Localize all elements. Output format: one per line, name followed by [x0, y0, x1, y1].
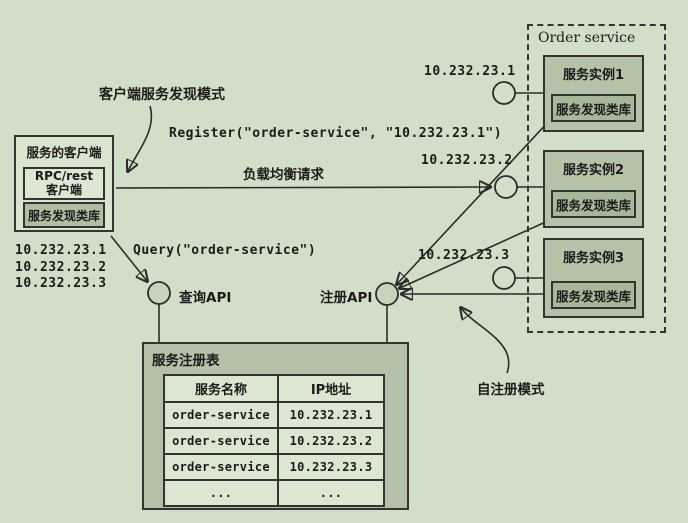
pattern-label: 客户端服务发现模式: [99, 87, 225, 103]
self-register-label-arrow: [461, 308, 510, 374]
registry-col-service-name: 服务名称: [163, 374, 279, 403]
load-balance-label: 负载均衡请求: [243, 167, 324, 183]
client-ip-item: 10.232.23.1: [15, 243, 107, 258]
query-call-label: Query("order-service"): [133, 243, 317, 258]
registry-cell-ip: 10.232.23.3: [277, 453, 385, 481]
registry-table-row: ... ...: [163, 479, 385, 507]
registry-table-row: order-service 10.232.23.3: [163, 453, 385, 481]
query-arrow: [110, 235, 147, 281]
query-api-label: 查询API: [179, 290, 232, 306]
registry-table-row: order-service 10.232.23.2: [163, 427, 385, 455]
pattern-label-arrow: [128, 105, 153, 171]
instance-3-discovery-lib-box: 服务发现类库: [551, 281, 636, 309]
registry-cell-ip: 10.232.23.1: [277, 401, 385, 429]
instance-1-discovery-lib-box: 服务发现类库: [551, 94, 636, 122]
registry-cell-service: order-service: [163, 427, 279, 455]
load-balance-arrow: [115, 187, 490, 188]
order-service-group: Order service: [527, 24, 666, 333]
instance-2-discovery-lib-box: 服务发现类库: [551, 190, 636, 218]
client-discovery-lib-box: 服务发现类库: [23, 202, 105, 228]
instance1-ip-label: 10.232.23.1: [424, 64, 516, 79]
register-arrow-instance2: [400, 219, 551, 288]
registry-table-row: order-service 10.232.23.1: [163, 401, 385, 429]
query-api-circle: [147, 281, 171, 305]
rpc-rest-line1: RPC/rest: [34, 169, 94, 183]
instance3-ip-label: 10.232.23.3: [418, 248, 510, 263]
client-ip-item: 10.232.23.2: [15, 259, 107, 275]
service-instance-2-title: 服务实例2: [562, 163, 625, 178]
service-registry-box: 服务注册表 服务名称 IP地址 order-service 10.232.23.…: [142, 342, 409, 510]
order-service-title: Order service: [538, 30, 636, 46]
service-instance-2-box: 服务实例2 服务发现类库: [543, 150, 644, 228]
client-ip-list: 10.232.23.1 10.232.23.2 10.232.23.3: [15, 243, 107, 293]
service-client-title: 服务的客户端: [26, 145, 102, 160]
instance1-port-circle: [492, 81, 516, 105]
registry-cell-ip: ...: [277, 479, 385, 507]
register-arrow-instance1: [397, 119, 551, 284]
registry-cell-service: ...: [163, 479, 279, 507]
service-client-box: 服务的客户端 RPC/rest 客户端 服务发现类库: [14, 135, 114, 232]
service-registry-title: 服务注册表: [152, 353, 220, 369]
registry-col-ip: IP地址: [277, 374, 385, 403]
rpc-rest-line2: 客户端: [45, 182, 82, 197]
registry-cell-service: order-service: [163, 453, 279, 481]
service-instance-3-title: 服务实例3: [562, 251, 625, 266]
register-api-circle: [375, 282, 399, 306]
registry-cell-ip: 10.232.23.2: [277, 427, 385, 455]
register-api-label: 注册API: [320, 290, 373, 306]
rpc-rest-client-box: RPC/rest 客户端: [23, 167, 105, 200]
client-ip-item: 10.232.23.3: [15, 276, 107, 291]
register-call-label: Register("order-service", "10.232.23.1"): [169, 126, 503, 141]
service-instance-1-title: 服务实例1: [562, 68, 625, 83]
instance2-ip-label: 10.232.23.2: [421, 153, 513, 168]
service-instance-1-box: 服务实例1 服务发现类库: [543, 55, 644, 132]
registry-table: 服务名称 IP地址 order-service 10.232.23.1 orde…: [163, 374, 385, 507]
self-register-label: 自注册模式: [477, 382, 545, 398]
registry-cell-service: order-service: [163, 401, 279, 429]
instance3-port-circle: [492, 266, 516, 290]
service-instance-3-box: 服务实例3 服务发现类库: [543, 238, 644, 318]
instance2-port-circle: [494, 175, 518, 199]
registry-table-header-row: 服务名称 IP地址: [163, 374, 385, 403]
